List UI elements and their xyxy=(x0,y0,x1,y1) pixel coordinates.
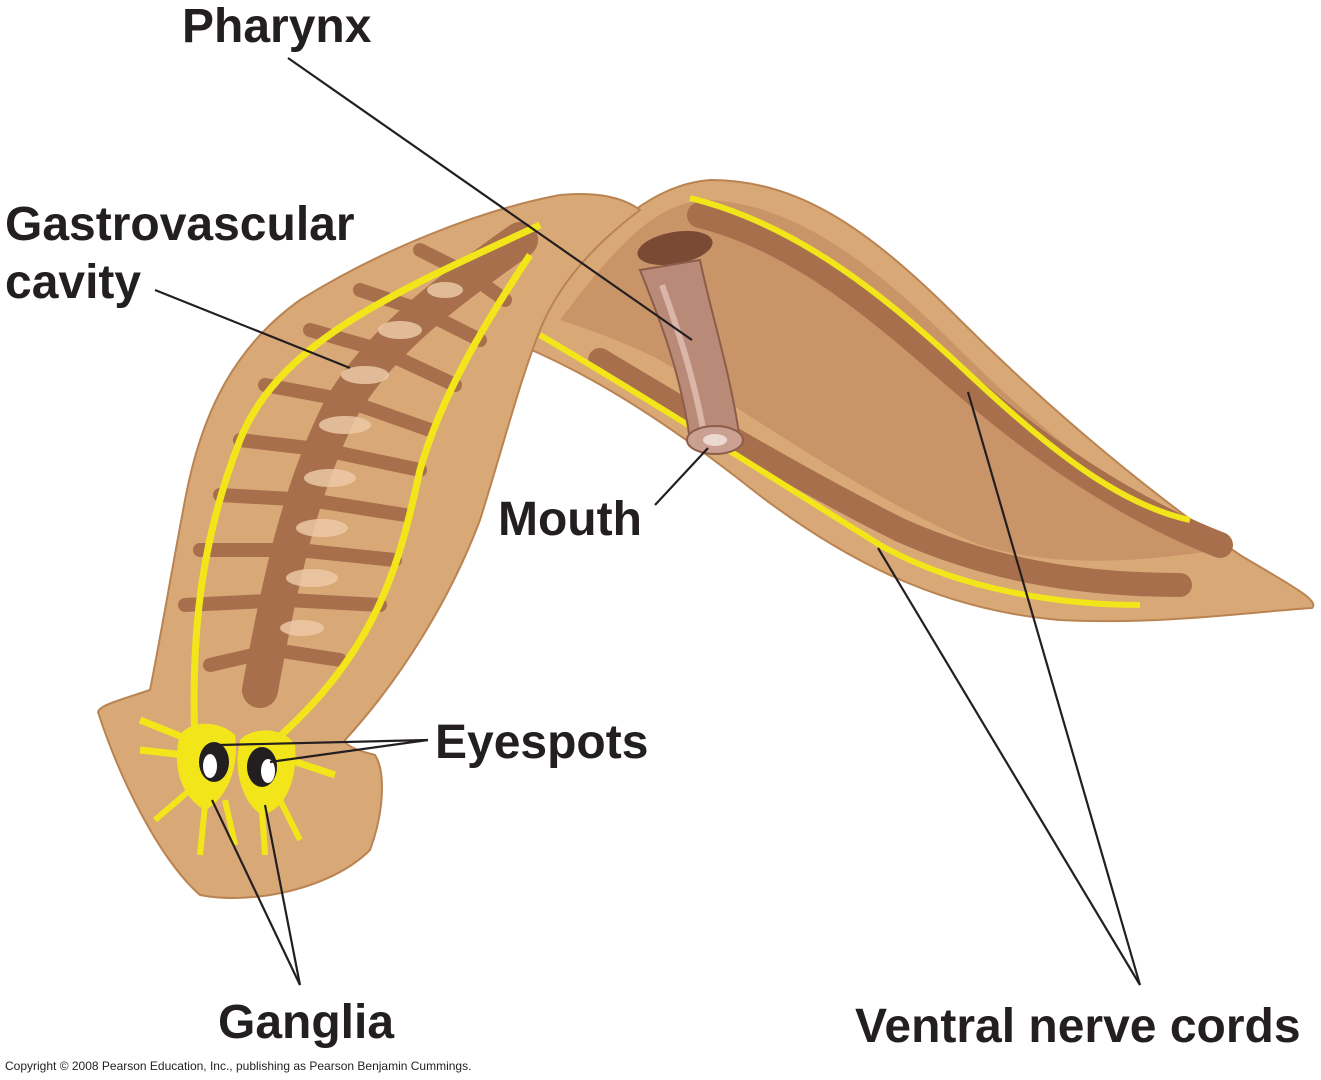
label-mouth: Mouth xyxy=(498,493,642,546)
tail-nerve-cord-lower xyxy=(538,332,1141,608)
label-gastrovascular-line2: cavity xyxy=(5,256,141,309)
leader-ganglia-right xyxy=(263,804,302,986)
leader-gastrovascular xyxy=(154,288,351,370)
head-gut-branches xyxy=(178,243,512,672)
leader-ganglia-left xyxy=(211,799,301,986)
leader-eyespots-right xyxy=(269,738,429,764)
label-ventral-nerve-cords: Ventral nerve cords xyxy=(855,1000,1301,1053)
eyespot-right xyxy=(247,747,277,787)
copyright-notice: Copyright © 2008 Pearson Education, Inc.… xyxy=(5,1059,471,1073)
label-eyespots: Eyespots xyxy=(435,716,648,769)
eyespot-left xyxy=(199,742,229,782)
planarian-body xyxy=(96,178,1315,899)
leader-nerve-cord-upper xyxy=(966,391,1142,986)
tail-nerve-cord-upper xyxy=(689,195,1191,523)
leader-pharynx xyxy=(287,57,693,341)
head-nerve-cord-right xyxy=(267,253,533,748)
tail-gut-upper xyxy=(687,202,1233,558)
leader-mouth xyxy=(654,447,709,506)
head-body xyxy=(96,192,642,899)
label-ganglia: Ganglia xyxy=(218,996,394,1049)
leader-nerve-cord-lower xyxy=(877,547,1141,986)
head-gut-light xyxy=(280,282,463,636)
leader-eyespots-left xyxy=(219,738,429,747)
label-gastrovascular-line1: Gastrovascular xyxy=(5,198,355,251)
pharynx-tube xyxy=(637,230,744,455)
label-pharynx: Pharynx xyxy=(182,0,372,53)
leader-lines xyxy=(154,57,1142,986)
head-nerve-cord-left xyxy=(190,221,542,746)
